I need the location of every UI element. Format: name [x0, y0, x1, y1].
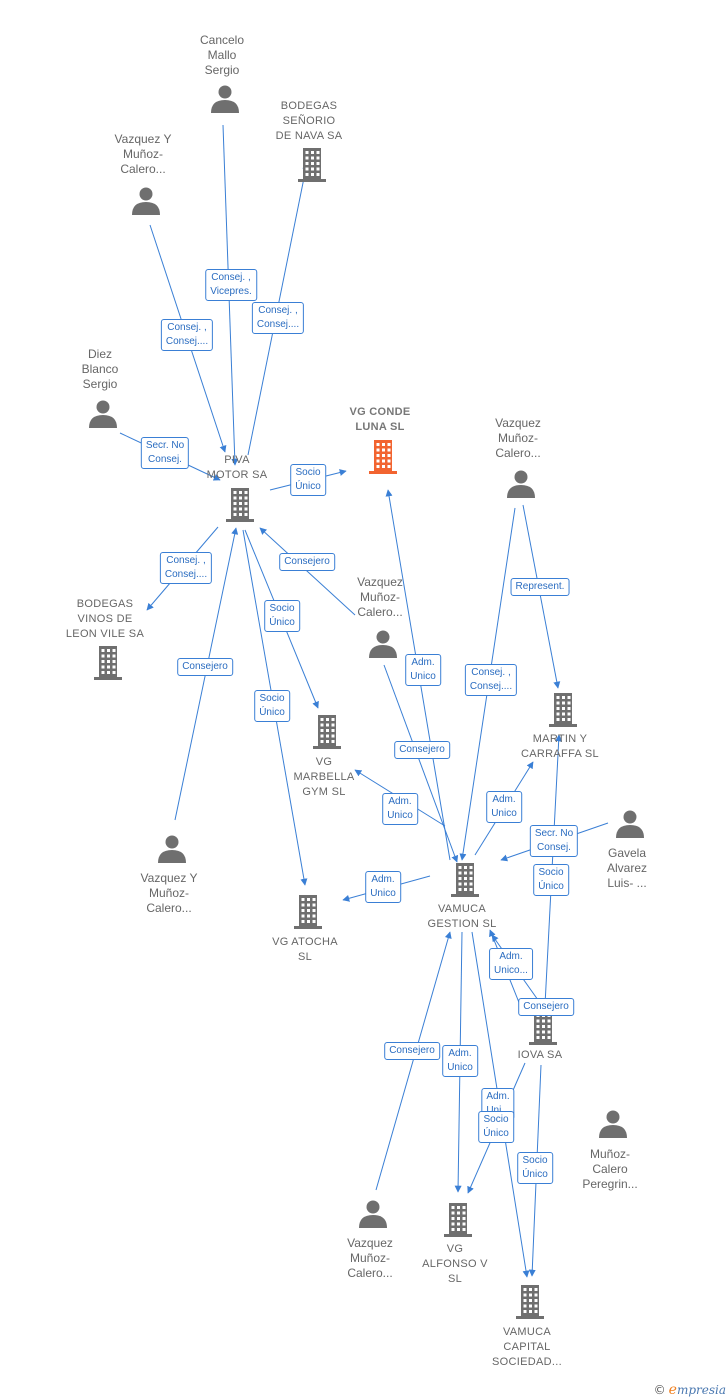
edge-label[interactable]: Consej. , Consej....	[251, 302, 305, 334]
edge-label[interactable]: Consej. , Consej....	[464, 664, 518, 696]
person-icon[interactable]	[132, 187, 160, 216]
copyright-symbol: ©	[653, 1383, 666, 1397]
building-icon[interactable]	[549, 693, 577, 727]
node-label-vg-atocha[interactable]: VG ATOCHA SL	[272, 936, 338, 963]
focus-company-icon[interactable]	[369, 440, 397, 474]
node-label-vg-marbella[interactable]: VG MARBELLA GYM SL	[293, 756, 355, 798]
node-label-bodegas-senorio[interactable]: BODEGAS SEÑORIO DE NAVA SA	[275, 100, 343, 142]
edge-label[interactable]: Consejero	[279, 553, 335, 571]
node-label-vazquez-m-3[interactable]: Vazquez Muñoz- Calero...	[347, 1236, 393, 1280]
edge-line	[259, 527, 356, 616]
edge-label[interactable]: Socio Único	[254, 690, 290, 722]
brand-initial: e	[668, 1382, 677, 1398]
building-icon[interactable]	[298, 148, 326, 182]
node-label-cancelo[interactable]: Cancelo Mallo Sergio	[199, 33, 245, 77]
edge-line	[522, 504, 561, 689]
edge-label[interactable]: Socio Único	[533, 864, 569, 896]
node-label-gavela[interactable]: Gavela Alvarez Luis- ...	[606, 846, 647, 890]
building-icon[interactable]	[226, 488, 254, 522]
edge-label[interactable]: Consejero	[394, 741, 450, 759]
node-label-vazquez-m-1[interactable]: Vazquez Muñoz- Calero...	[495, 416, 541, 460]
person-icon[interactable]	[211, 85, 239, 114]
person-icon[interactable]	[158, 835, 186, 864]
node-label-vamuca[interactable]: VAMUCA GESTION SL	[427, 903, 497, 930]
node-label-iova[interactable]: IOVA SA	[517, 1049, 563, 1061]
node-label-martin[interactable]: MARTIN Y CARRAFFA SL	[521, 733, 599, 760]
edge-label[interactable]: Socio Único	[517, 1152, 553, 1184]
edge-label[interactable]: Socio Único	[264, 600, 300, 632]
building-icon[interactable]	[529, 1011, 557, 1045]
edge-label[interactable]: Adm. Unico	[405, 654, 441, 686]
edge-label[interactable]: Secr. No Consej.	[529, 825, 579, 857]
node-label-vamuca-capital[interactable]: VAMUCA CAPITAL SOCIEDAD...	[492, 1326, 562, 1368]
edge-label[interactable]: Socio Único	[478, 1111, 514, 1143]
building-icon[interactable]	[94, 646, 122, 680]
edge-label[interactable]: Consejero	[518, 998, 574, 1016]
edge-label[interactable]: Consejero	[177, 658, 233, 676]
node-label-piva[interactable]: PIVA MOTOR SA	[206, 454, 268, 481]
edge-label[interactable]: Consej. , Vicepres.	[205, 269, 257, 301]
edge-label[interactable]: Consej. , Consej....	[159, 552, 213, 584]
brand-name: mpresia	[676, 1383, 726, 1397]
edge-label[interactable]: Represent.	[510, 578, 570, 596]
node-label-vazquez-y-1[interactable]: Vazquez Y Muñoz- Calero...	[114, 132, 172, 176]
node-label-vg-alfonso[interactable]: VG ALFONSO V SL	[422, 1243, 488, 1285]
edge-line	[375, 931, 452, 1191]
building-icon[interactable]	[451, 863, 479, 897]
person-icon[interactable]	[616, 810, 644, 839]
edge-line	[383, 664, 459, 863]
edge-label[interactable]: Adm. Unico...	[489, 948, 533, 980]
edge-label[interactable]: Adm. Unico	[365, 871, 401, 903]
node-label-diez[interactable]: Diez Blanco Sergio	[81, 347, 119, 391]
person-icon[interactable]	[599, 1110, 627, 1139]
edge-label[interactable]: Adm. Unico	[442, 1045, 478, 1077]
edge-label[interactable]: Consejero	[384, 1042, 440, 1060]
brand-footer[interactable]: ©empresia	[654, 1382, 726, 1398]
building-icon[interactable]	[516, 1285, 544, 1319]
node-label-munoz[interactable]: Muñoz- Calero Peregrin...	[582, 1147, 638, 1191]
building-icon[interactable]	[444, 1203, 472, 1237]
person-icon[interactable]	[369, 630, 397, 659]
person-icon[interactable]	[507, 470, 535, 499]
person-icon[interactable]	[89, 400, 117, 429]
node-label-bodegas-vinos[interactable]: BODEGAS VINOS DE LEON VILE SA	[65, 598, 145, 640]
building-icon[interactable]	[313, 715, 341, 749]
edge-label[interactable]: Secr. No Consej.	[140, 437, 190, 469]
node-label-vazquez-m-2[interactable]: Vazquez Muñoz- Calero...	[357, 575, 403, 619]
edge-label[interactable]: Adm. Unico	[486, 791, 522, 823]
building-icon[interactable]	[294, 895, 322, 929]
node-label-vazquez-y-2[interactable]: Vazquez Y Muñoz- Calero...	[140, 871, 198, 915]
edge-label[interactable]: Adm. Unico	[382, 793, 418, 825]
edge-label[interactable]: Consej. , Consej....	[160, 319, 214, 351]
node-label-vg-conde[interactable]: VG CONDE LUNA SL	[349, 406, 411, 433]
edge-label[interactable]: Socio Único	[290, 464, 326, 496]
person-icon[interactable]	[359, 1200, 387, 1229]
